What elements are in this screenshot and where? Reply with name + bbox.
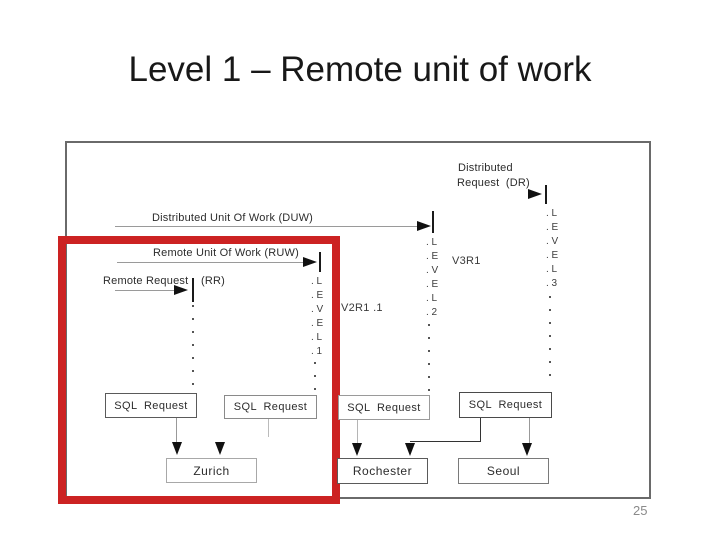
sql-request-box-1: SQL Request bbox=[105, 393, 197, 418]
sql-request-box-2: SQL Request bbox=[224, 395, 317, 419]
rr-label: Remote Request bbox=[103, 275, 189, 287]
connector-line-sql4-seoul bbox=[529, 418, 530, 443]
server-box-rochester: Rochester bbox=[337, 458, 428, 484]
dr-label-line1: Distributed bbox=[458, 162, 513, 174]
down-arrowhead-icon bbox=[522, 443, 532, 456]
level-2-column: . L . E . V . E . L . 2 bbox=[426, 236, 438, 320]
duw-arrow-line bbox=[115, 226, 417, 227]
sql-request-label: SQL Request bbox=[468, 399, 543, 411]
down-arrowhead-icon bbox=[352, 443, 362, 456]
level-3-column: . L . E . V . E . L . 3 bbox=[546, 207, 558, 291]
connector-line-sql2 bbox=[268, 419, 269, 437]
rr-arrow-line bbox=[115, 290, 174, 291]
connector-line-sql4-vertical bbox=[480, 418, 481, 442]
ruw-arrow-line bbox=[117, 262, 303, 263]
level-row: . E bbox=[426, 251, 439, 262]
level-row: . E bbox=[426, 279, 439, 290]
ruw-arrow-tick bbox=[319, 252, 321, 272]
down-arrowhead-icon bbox=[215, 442, 225, 455]
dotted-line-rr bbox=[192, 305, 194, 389]
level-row: . L bbox=[311, 276, 323, 287]
level-row: . 2 bbox=[426, 307, 438, 318]
sql-request-box-3: SQL Request bbox=[338, 395, 430, 420]
v3r1-version-label: V3R1 bbox=[452, 255, 481, 267]
level-row: . E bbox=[311, 318, 324, 329]
rr-arrowhead-icon bbox=[174, 285, 188, 295]
slide-title: Level 1 – Remote unit of work bbox=[128, 50, 592, 89]
sql-request-label: SQL Request bbox=[347, 401, 421, 414]
dotted-line-level1 bbox=[314, 362, 316, 390]
level-row: . E bbox=[546, 222, 559, 233]
rr-label-suffix: (RR) bbox=[201, 275, 226, 287]
rr-arrow-tick bbox=[192, 278, 194, 302]
level-row: . L bbox=[311, 332, 323, 343]
dr-arrow-tick bbox=[545, 185, 547, 204]
v2r1-version-label: V2R1 .1 bbox=[341, 302, 383, 314]
level-row: . V bbox=[426, 265, 439, 276]
level-row: . L bbox=[546, 208, 558, 219]
level-1-column: . L . E . V . E . L . 1 bbox=[311, 275, 323, 359]
down-arrowhead-icon bbox=[172, 442, 182, 455]
ruw-label: Remote Unit Of Work (RUW) bbox=[153, 247, 299, 259]
level-row: . 1 bbox=[311, 346, 323, 357]
ruw-arrowhead-icon bbox=[303, 257, 317, 267]
level-row: . V bbox=[311, 304, 324, 315]
connector-line-sql3-rochester bbox=[357, 420, 358, 443]
sql-request-label: SQL Request bbox=[233, 401, 308, 413]
highlight-red-box bbox=[58, 236, 340, 504]
down-arrowhead-icon bbox=[405, 443, 415, 456]
sql-request-label: SQL Request bbox=[114, 399, 188, 412]
server-label: Zurich bbox=[193, 463, 230, 478]
server-label: Seoul bbox=[486, 464, 521, 478]
duw-arrow-tick bbox=[432, 211, 434, 233]
level-row: . L bbox=[546, 264, 558, 275]
dr-arrowhead-icon bbox=[528, 189, 542, 199]
level-row: . V bbox=[546, 236, 559, 247]
server-box-zurich: Zurich bbox=[166, 458, 257, 483]
sql-request-box-4: SQL Request bbox=[459, 392, 552, 418]
level-row: . L bbox=[426, 293, 438, 304]
level-row: . 3 bbox=[546, 278, 558, 289]
dotted-line-level3 bbox=[549, 296, 551, 386]
level-row: . L bbox=[426, 237, 438, 248]
dr-label-line2: Request (DR) bbox=[457, 177, 530, 189]
duw-label: Distributed Unit Of Work (DUW) bbox=[152, 212, 314, 224]
server-label: Rochester bbox=[352, 464, 413, 478]
server-box-seoul: Seoul bbox=[458, 458, 549, 484]
page-number: 25 bbox=[633, 503, 648, 518]
diagram-frame bbox=[65, 141, 651, 499]
connector-line-sql1-zurich bbox=[176, 418, 177, 442]
level-row: . E bbox=[311, 290, 324, 301]
level-row: . E bbox=[546, 250, 559, 261]
duw-arrowhead-icon bbox=[417, 221, 431, 231]
connector-line-sql4-horizontal bbox=[410, 441, 481, 442]
dotted-line-level2 bbox=[428, 324, 430, 394]
